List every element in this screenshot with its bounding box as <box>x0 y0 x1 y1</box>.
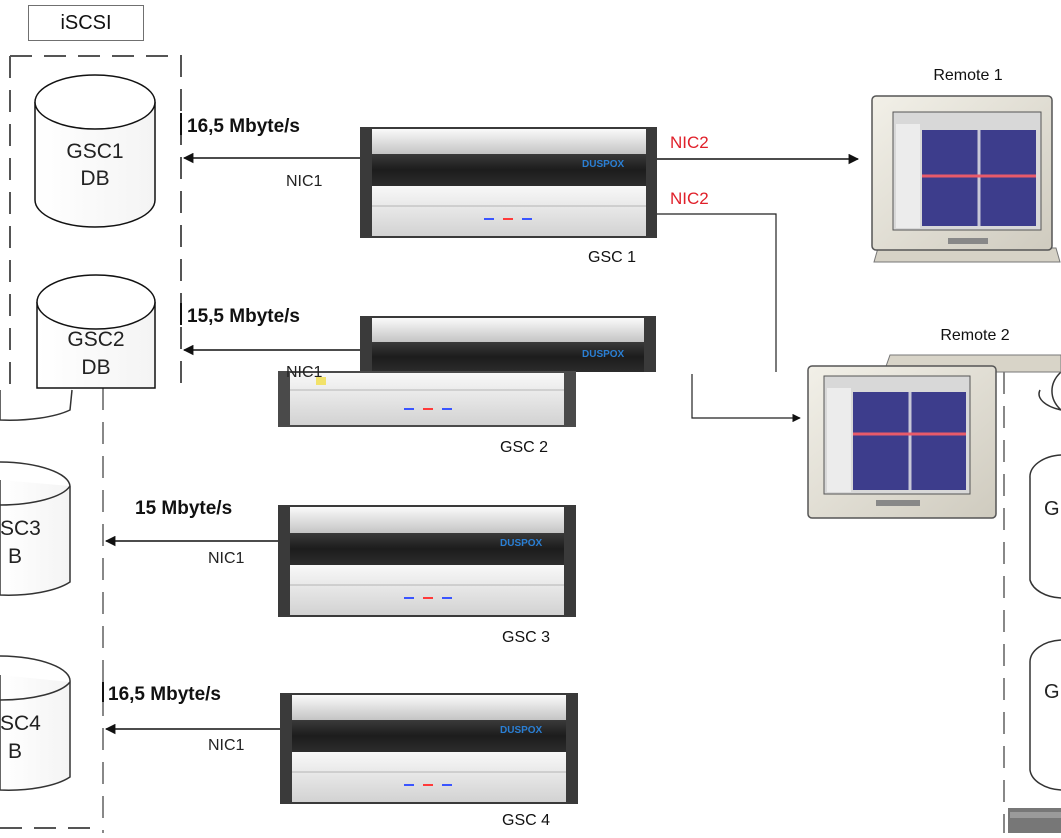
server-gsc4: DUSPOX GSC 4 <box>280 693 578 829</box>
database-gsc2-type: DB <box>81 356 110 379</box>
rate-label-gsc3: 15 Mbyte/s <box>135 498 232 519</box>
server-gsc1-brand: DUSPOX <box>582 159 625 170</box>
nic1-label-gsc4: NIC1 <box>208 737 245 754</box>
iscsi-label: iSCSI <box>28 5 144 41</box>
right-partial-label-2: G <box>1044 681 1060 703</box>
database-gsc1-name: GSC1 <box>66 140 123 163</box>
server-gsc2: DUSPOX <box>360 316 656 372</box>
remote2-monitor: Remote 2 <box>807 327 1061 519</box>
rate-label-gsc1: 16,5 Mbyte/s <box>187 116 300 137</box>
nic2-label-1: NIC2 <box>670 133 709 152</box>
server-gsc1: DUSPOX GSC 1 <box>360 127 657 266</box>
database-right-partial-3: G <box>1029 639 1061 791</box>
database-gsc4: SC4 B <box>0 655 71 791</box>
nic1-label-gsc1: NIC1 <box>286 173 323 190</box>
database-right-partial-2: G <box>1029 454 1061 599</box>
server-gsc4-brand: DUSPOX <box>500 725 543 736</box>
database-partial-top <box>0 389 73 421</box>
database-gsc2: GSC2 DB <box>36 274 156 389</box>
database-gsc4-name: SC4 <box>0 712 41 735</box>
database-gsc3-type: B <box>8 545 22 568</box>
remote1-label: Remote 1 <box>933 67 1002 84</box>
server-gsc4-name: GSC 4 <box>502 812 550 829</box>
nic1-label-gsc2: NIC1 <box>286 364 323 381</box>
server-gsc2-lower: GSC 2 <box>278 371 576 456</box>
small-badge-icon <box>316 377 326 385</box>
database-gsc3-name: SC3 <box>0 517 41 540</box>
right-bottom-device <box>1008 808 1061 833</box>
server-gsc3-brand: DUSPOX <box>500 538 543 549</box>
server-gsc3: DUSPOX GSC 3 <box>278 505 576 646</box>
server-gsc3-name: GSC 3 <box>502 629 550 646</box>
remote2-label: Remote 2 <box>940 327 1009 344</box>
database-gsc3: SC3 B <box>0 461 71 596</box>
iscsi-group-left <box>0 55 182 833</box>
nic2-label-2: NIC2 <box>670 189 709 208</box>
database-right-partial-1 <box>1038 371 1061 411</box>
database-gsc4-type: B <box>8 740 22 763</box>
nic1-label-gsc3: NIC1 <box>208 550 245 567</box>
nic2-link-remote2-lower <box>691 374 801 423</box>
nic2-link-remote2-upper <box>657 213 777 372</box>
database-gsc1-type: DB <box>80 167 109 190</box>
server-gsc1-name: GSC 1 <box>588 249 636 266</box>
server-gsc2-brand: DUSPOX <box>582 349 625 360</box>
database-gsc2-name: GSC2 <box>67 328 124 351</box>
database-gsc1: GSC1 DB <box>34 74 156 228</box>
rate-label-gsc4: 16,5 Mbyte/s <box>108 684 221 705</box>
right-partial-label-1: G <box>1044 498 1060 520</box>
rate-label-gsc2: 15,5 Mbyte/s <box>187 306 300 327</box>
remote1-monitor: Remote 1 <box>871 67 1061 263</box>
server-gsc2-name: GSC 2 <box>500 439 548 456</box>
